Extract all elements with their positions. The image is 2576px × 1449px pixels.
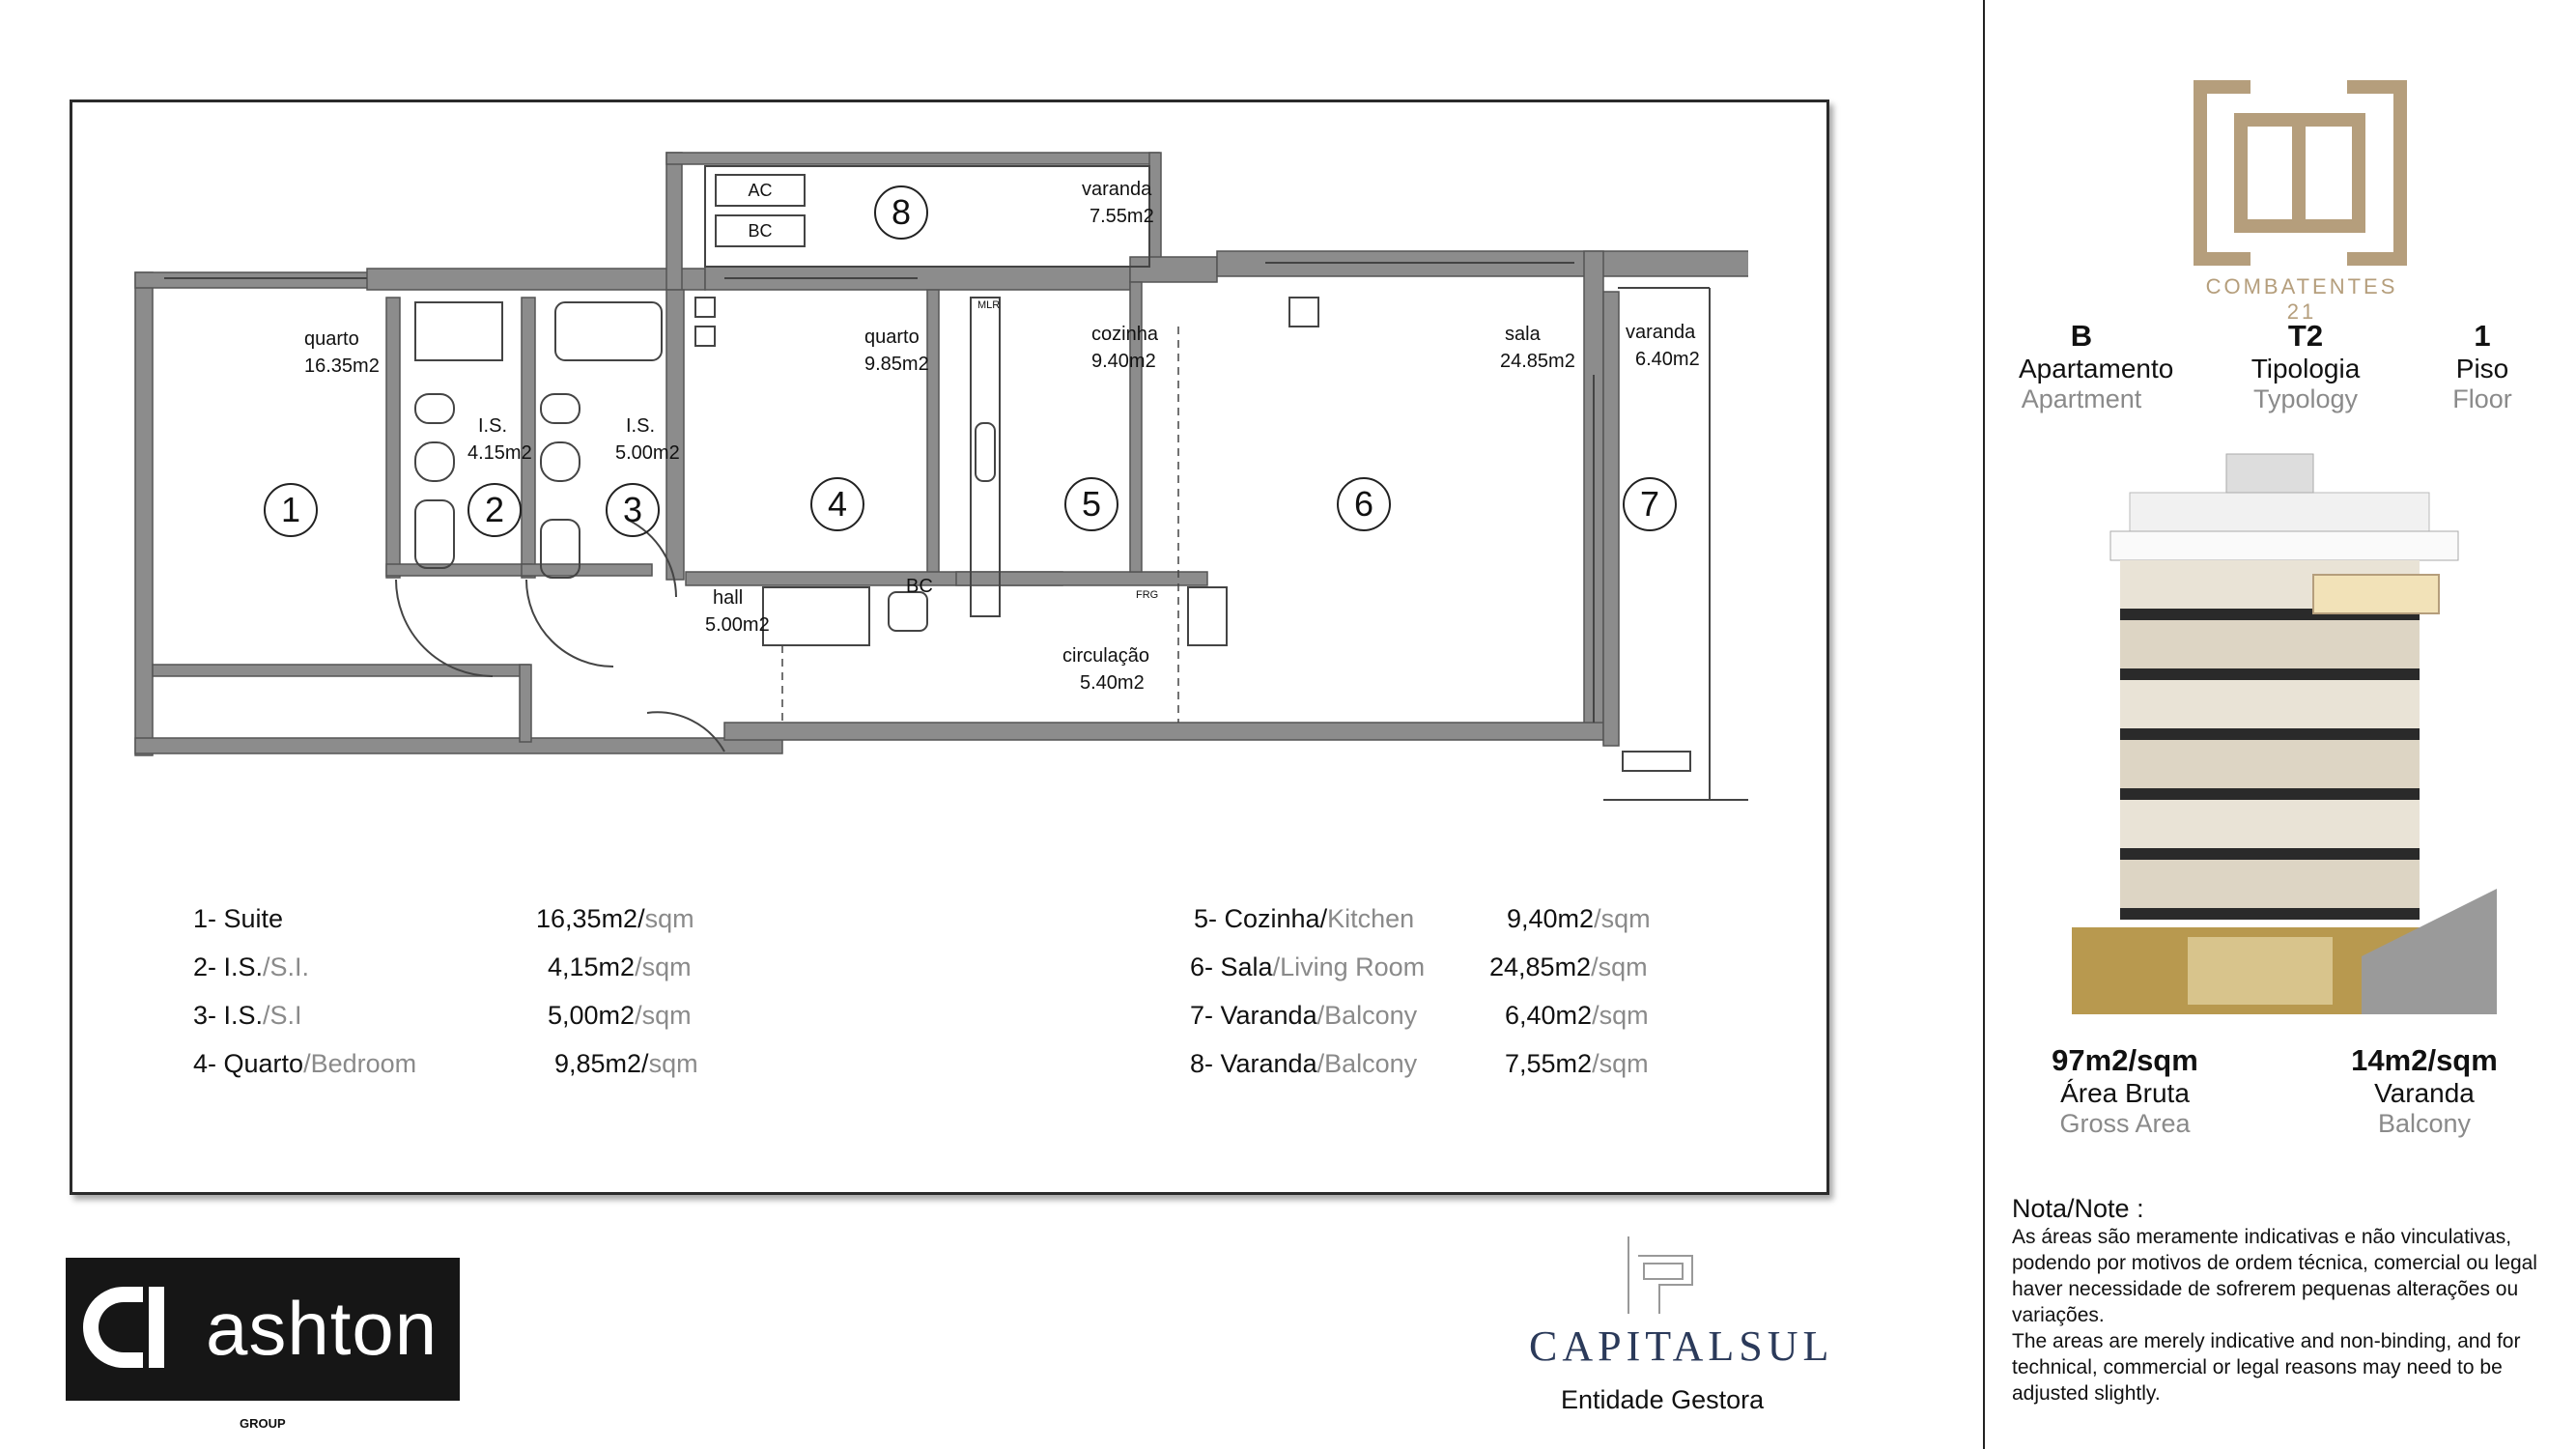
wall xyxy=(134,737,783,754)
hall-area: 5.00m2 xyxy=(705,614,770,636)
ashton-wordmark: ashton xyxy=(206,1286,439,1371)
wall xyxy=(385,297,401,579)
hall-name: hall xyxy=(713,587,744,609)
bc-fixture-label: BC xyxy=(906,576,933,597)
legend-area-3: 5,00m2/sqm xyxy=(548,1001,692,1030)
circulacao-area: 5.40m2 xyxy=(1080,672,1145,694)
gross-area-label: Área Bruta xyxy=(2060,1078,2190,1108)
capitalsul-mark-icon xyxy=(1628,1236,1693,1314)
room-name-4: quarto xyxy=(864,327,920,348)
room-number-6: 6 xyxy=(1337,477,1391,531)
legend-area-7: 6,40m2/sqm xyxy=(1505,1001,1649,1030)
room-name-7: varanda xyxy=(1626,322,1696,343)
wall xyxy=(1602,291,1620,747)
room-area-3: 5.00m2 xyxy=(615,442,680,464)
note-block: Nota/Note : As áreas são meramente indic… xyxy=(2012,1194,2558,1406)
legend-area-8: 7,55m2/sqm xyxy=(1505,1049,1649,1078)
room-number-2: 2 xyxy=(467,483,522,537)
legend-row-3: 3- I.S./S.I xyxy=(193,1001,302,1030)
combatentes-logo xyxy=(2194,80,2407,266)
capitalsul-wordmark: CAPITALSUL xyxy=(1529,1322,1834,1370)
room-name-5: cozinha xyxy=(1091,324,1158,345)
legend-row-2: 2- I.S./S.I. xyxy=(193,952,310,981)
panel-divider xyxy=(1983,0,1985,1449)
balcony-area-value: 14m2/sqm xyxy=(2351,1043,2498,1077)
wall xyxy=(521,563,653,577)
ashton-group-label: GROUP xyxy=(240,1416,286,1431)
room-name-3: I.S. xyxy=(626,415,656,437)
room-number-3: 3 xyxy=(606,483,660,537)
legend-area-5: 9,40m2/sqm xyxy=(1507,904,1651,933)
floor-info: 1 Piso Floor xyxy=(2434,319,2531,414)
room-number-4: 4 xyxy=(810,477,864,531)
room-number-7: 7 xyxy=(1623,477,1677,531)
mlr-label: MLR xyxy=(977,299,1001,311)
legend-area-1: 16,35m2/sqm xyxy=(536,904,694,933)
note-text-pt: As áreas são meramente indicativas e não… xyxy=(2012,1226,2537,1326)
floor-value: 1 xyxy=(2474,319,2491,353)
frg-label: FRG xyxy=(1136,589,1159,601)
room-name-2: I.S. xyxy=(478,415,508,437)
room-area-1: 16.35m2 xyxy=(304,355,380,377)
typology-label-en: Typology xyxy=(2252,384,2359,413)
legend-area-6: 24,85m2/sqm xyxy=(1489,952,1648,981)
room-area-2: 4.15m2 xyxy=(467,442,532,464)
balcony-area-label-en: Balcony xyxy=(2377,1109,2472,1138)
ac-label: AC xyxy=(715,174,806,207)
balcony-area-label: Varanda xyxy=(2374,1078,2475,1108)
room-area-4: 9.85m2 xyxy=(864,354,929,375)
typology-value: T2 xyxy=(2287,319,2324,353)
wall xyxy=(519,664,532,743)
gross-area-info: 97m2/sqm Área Bruta Gross Area xyxy=(2024,1043,2226,1139)
capitalsul-subtitle: Entidade Gestora xyxy=(1561,1385,1765,1414)
legend-row-1: 1- Suite xyxy=(193,904,284,933)
wall xyxy=(955,571,1208,586)
bc-label: BC xyxy=(715,214,806,247)
wall xyxy=(521,297,536,579)
typology-label: Tipologia xyxy=(2250,354,2361,384)
legend-row-7: 7- Varanda/Balcony xyxy=(1190,1001,1418,1030)
room-area-8: 7.55m2 xyxy=(1090,206,1154,227)
typology-info: T2 Tipologia Typology xyxy=(2243,319,2368,414)
room-area-5: 9.40m2 xyxy=(1091,351,1156,372)
ashton-a-mark-icon xyxy=(83,1287,143,1368)
room-number-5: 5 xyxy=(1064,477,1118,531)
legend-row-5: 5- Cozinha/Kitchen xyxy=(1194,904,1415,933)
note-text-en: The areas are merely indicative and non-… xyxy=(2012,1330,2521,1405)
wall xyxy=(1129,281,1143,573)
apartment-label: Apartamento xyxy=(2019,354,2174,384)
room-number-1: 1 xyxy=(264,483,318,537)
apartment-value: B xyxy=(2070,319,2093,353)
legend-row-6: 6- Sala/Living Room xyxy=(1190,952,1426,981)
room-area-6: 24.85m2 xyxy=(1500,351,1575,372)
room-name-8: varanda xyxy=(1082,179,1152,200)
building-elevation-image xyxy=(2072,435,2497,1014)
circulacao-name: circulação xyxy=(1062,645,1150,667)
room-name-6: sala xyxy=(1505,324,1541,345)
combatentes-wordmark: COMBATENTES 21 xyxy=(2205,274,2398,324)
legend-area-4: 9,85m2/sqm xyxy=(554,1049,698,1078)
room-area-7: 6.40m2 xyxy=(1635,349,1700,370)
gross-area-label-en: Gross Area xyxy=(2059,1109,2191,1138)
gross-area-value: 97m2/sqm xyxy=(2052,1043,2198,1077)
balcony-area-info: 14m2/sqm Varanda Balcony xyxy=(2323,1043,2526,1139)
apartment-info: B Apartamento Apartment xyxy=(2019,319,2174,414)
floor-label: Piso xyxy=(2455,354,2509,384)
floor-label-en: Floor xyxy=(2452,384,2512,413)
ashton-logo: ashton xyxy=(66,1258,460,1401)
room-name-1: quarto xyxy=(304,328,359,350)
apartment-label-en: Apartment xyxy=(2021,384,2142,413)
note-title: Nota/Note : xyxy=(2012,1194,2144,1223)
room-number-8: 8 xyxy=(874,185,928,240)
floor-plan-drawing xyxy=(134,152,1748,801)
legend-row-4: 4- Quarto/Bedroom xyxy=(193,1049,417,1078)
legend-row-8: 8- Varanda/Balcony xyxy=(1190,1049,1418,1078)
legend-area-2: 4,15m2/sqm xyxy=(548,952,692,981)
